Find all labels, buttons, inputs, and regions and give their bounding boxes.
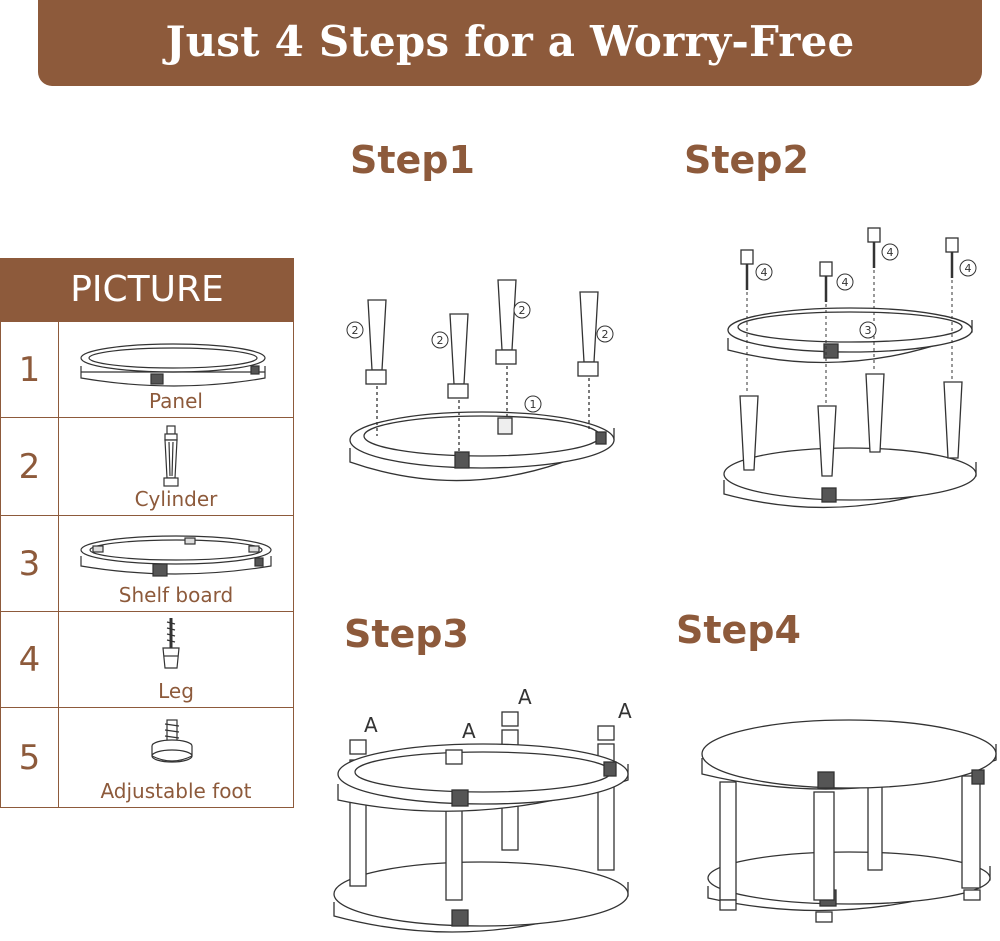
part-row-shelf: 3 Shelf board	[1, 515, 293, 611]
step3-callout: A	[518, 685, 532, 709]
title-banner: Just 4 Steps for a Worry-Free Installati…	[38, 0, 982, 150]
step1-callout: 2	[352, 324, 359, 337]
parts-table: PICTURE 1 Panel 2	[0, 258, 294, 808]
step1-callout: 1	[530, 398, 537, 411]
step4-title: Step4	[676, 608, 801, 652]
step3-callout: A	[364, 713, 378, 737]
step2-callout: 4	[965, 262, 972, 275]
step1-cylinders	[365, 279, 599, 399]
part-name: Adjustable foot	[100, 779, 252, 803]
shelf-board-icon	[80, 535, 272, 577]
step1-callout: 2	[437, 334, 444, 347]
leg-screw-icon	[162, 618, 180, 669]
part-number: 3	[1, 516, 59, 611]
part-name: Leg	[158, 679, 194, 703]
part-number: 4	[1, 612, 59, 707]
step2-callout: 4	[887, 246, 894, 259]
step2-title: Step2	[684, 138, 809, 182]
part-number: 2	[1, 418, 59, 515]
part-name: Cylinder	[134, 487, 218, 511]
oval-panel-icon	[80, 343, 266, 387]
cylinder-icon	[163, 425, 179, 487]
step1-callout: 2	[602, 328, 609, 341]
part-row-leg: 4 Leg	[1, 611, 293, 707]
step1-callout: 2	[519, 304, 526, 317]
step2-callout: 4	[842, 276, 849, 289]
step3-callout: A	[618, 699, 632, 723]
part-row-foot: 5 Adjustable foot	[1, 707, 293, 807]
step2-callout: 3	[865, 324, 872, 337]
part-name: Panel	[149, 389, 203, 413]
parts-header: PICTURE	[1, 259, 293, 321]
part-number: 1	[1, 322, 59, 417]
part-name: Shelf board	[118, 583, 234, 607]
step2-callout: 4	[761, 266, 768, 279]
part-number: 5	[1, 708, 59, 807]
part-row-panel: 1 Panel	[1, 321, 293, 417]
banner-title: Just 4 Steps for a Worry-Free Installati…	[165, 17, 855, 150]
adjustable-foot-icon	[151, 719, 193, 763]
step3-callout: A	[462, 719, 476, 743]
step3-title: Step3	[344, 612, 469, 656]
step1-title: Step1	[350, 138, 475, 182]
part-row-cylinder: 2 Cylinder	[1, 417, 293, 515]
